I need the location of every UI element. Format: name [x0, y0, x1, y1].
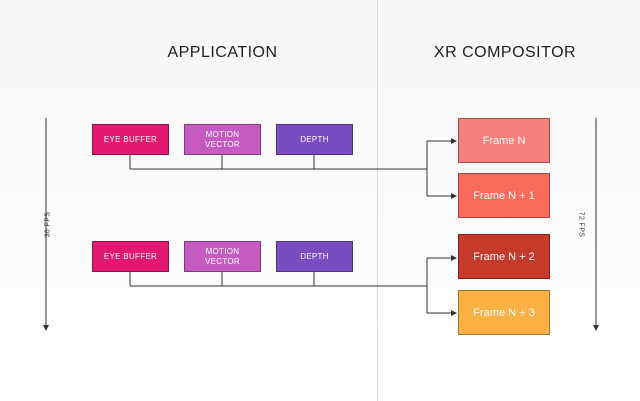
frame-n-box: Frame N [458, 118, 550, 163]
group2-connectors [129, 255, 457, 316]
compositor-heading: XR COMPOSITOR [433, 44, 577, 61]
fps-label-right: 72 FPS [577, 211, 585, 238]
eye-buffer-box-2: EYE BUFFER [92, 241, 169, 272]
eye-buffer-box-1: EYE BUFFER [92, 124, 169, 155]
fps-label-left: 36 FPS [44, 211, 52, 238]
motion-vector-box-1: MOTION VECTOR [184, 124, 261, 155]
section-divider [377, 0, 378, 401]
frame-n2-box: Frame N + 2 [458, 234, 550, 279]
depth-box-1: DEPTH [276, 124, 353, 155]
frame-n3-box: Frame N + 3 [458, 290, 550, 335]
motion-vector-box-2: MOTION VECTOR [184, 241, 261, 272]
depth-box-2: DEPTH [276, 241, 353, 272]
application-heading: APPLICATION [167, 44, 278, 61]
group1-connectors [129, 138, 457, 199]
frame-n1-box: Frame N + 1 [458, 173, 550, 218]
